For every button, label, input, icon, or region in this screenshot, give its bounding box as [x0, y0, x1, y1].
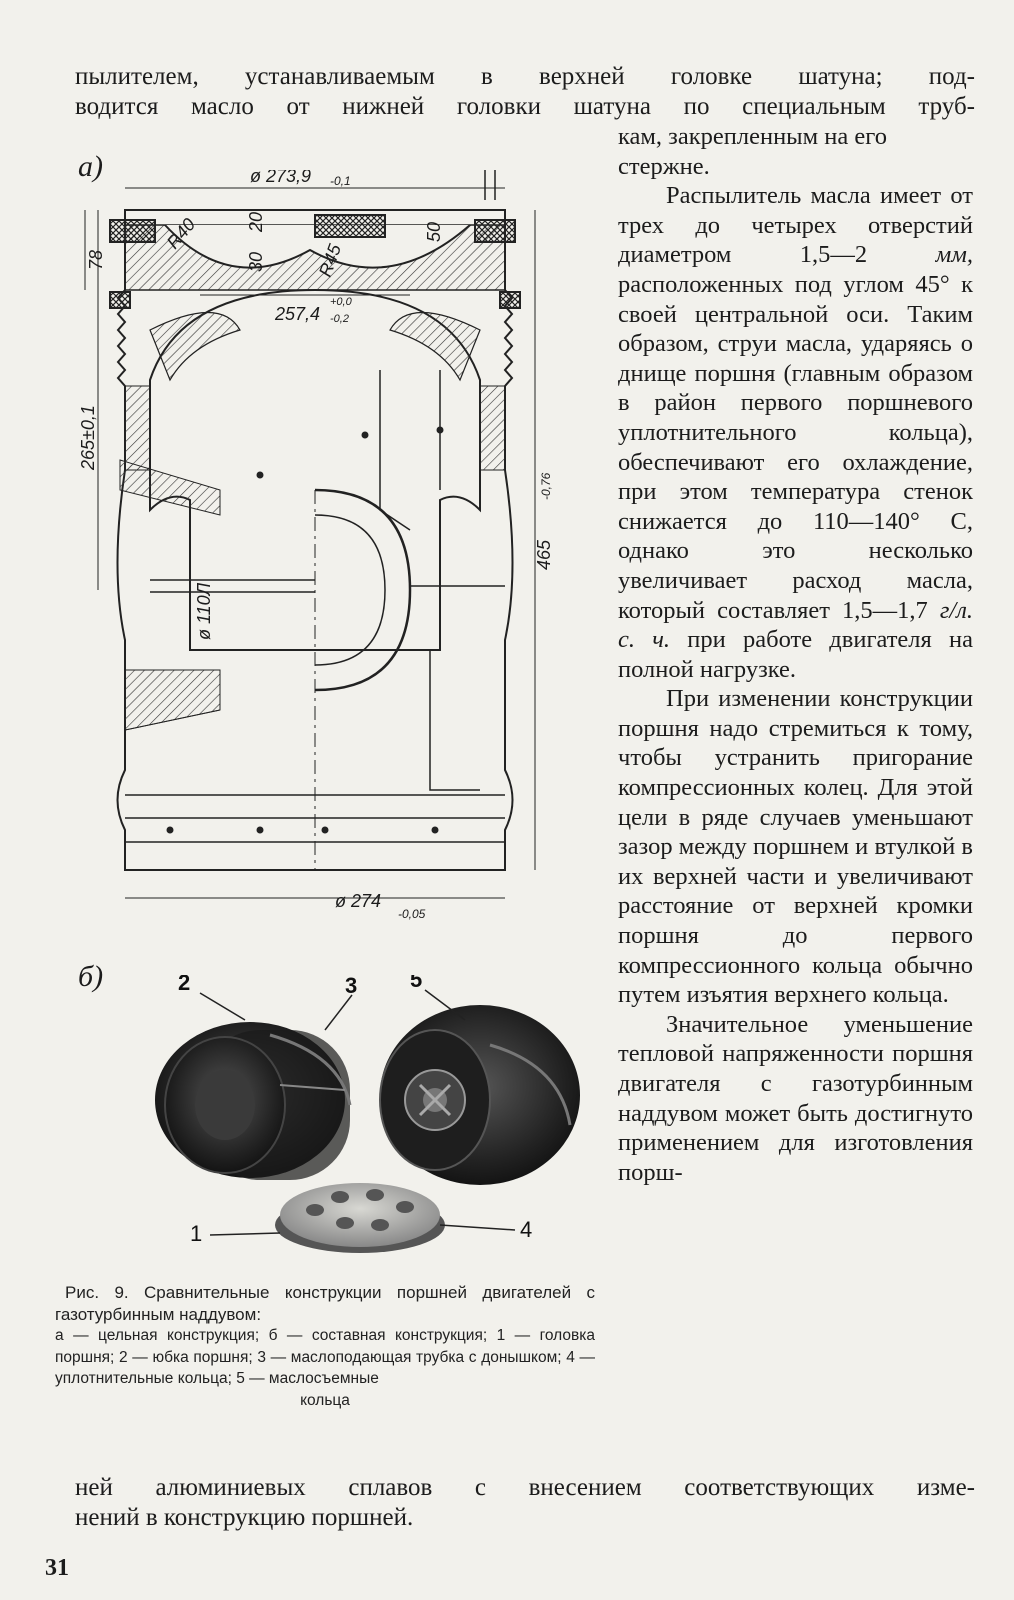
- piston-section-drawing: ø 273,9 -0,1 R40 20 30 50 R45 78 257,4 +…: [80, 170, 554, 921]
- dim-top-diameter: ø 273,9: [250, 170, 311, 186]
- paragraph-thermal-stress: Значительное уменьшение тепловой напряже…: [618, 1010, 973, 1186]
- right-text-column: кам, закрепленным на его стержне. Распыл…: [618, 122, 973, 1187]
- unit-mm: мм,: [935, 241, 973, 269]
- text-line-top-1: пылителем, устанавливаемым в верхней гол…: [75, 63, 975, 90]
- callout-1: 1: [190, 1221, 202, 1246]
- callout-4: 4: [520, 1217, 532, 1242]
- caption-items: а — цельная конструкция; б — составная к…: [55, 1327, 595, 1387]
- paragraph-ring-burning: При изменении конструкции поршня надо ст…: [618, 685, 973, 1009]
- dim-pin-diameter: ø 110Л: [194, 582, 214, 640]
- dim-20: 20: [246, 212, 266, 233]
- paragraph-text: при работе двигателя на полной нагрузке.: [618, 626, 974, 683]
- dim-265: 265±0,1: [80, 405, 98, 471]
- text-line-top-2: водится масло от нижней головки шатуна п…: [75, 93, 975, 120]
- paragraph-oil-sprayer: Распылитель масла имеет от трех до четыр…: [618, 181, 973, 684]
- unit-oil-consumption: г/л. с. ч.: [618, 596, 974, 654]
- piston-photo: 2 3 5 1 4: [155, 975, 580, 1253]
- dim-78: 78: [86, 250, 106, 270]
- dim-top-tolerance: -0,1: [330, 174, 351, 188]
- dim-465: 465: [534, 539, 554, 570]
- caption-last: кольца: [300, 1391, 350, 1409]
- figure-label-a: а): [78, 150, 103, 183]
- dim-50: 50: [424, 222, 444, 242]
- callout-2: 2: [178, 975, 190, 995]
- paragraph-text: расположенных под углом 45° к своей цент…: [618, 270, 973, 624]
- text-line-bottom-2: нений в конструкцию поршней.: [75, 1504, 414, 1531]
- figure-label-b: б): [78, 960, 104, 993]
- caption-title: Рис. 9. Сравнительные конструкции поршне…: [55, 1283, 595, 1324]
- page-number: 31: [45, 1555, 69, 1581]
- text-line-bottom-1: ней алюминиевых сплавов с внесением соот…: [75, 1474, 975, 1501]
- paragraph-text: Распылитель масла имеет от трех до четыр…: [618, 182, 973, 269]
- callout-5: 5: [410, 975, 422, 992]
- dim-30: 30: [246, 252, 266, 272]
- dim-bottom-tolerance: -0,05: [398, 907, 426, 921]
- figure-caption: Рис. 9. Сравнительные конструкции поршне…: [55, 1282, 595, 1411]
- paragraph-continuation: кам, закрепленным на его стержне.: [618, 123, 887, 180]
- dim-bottom-diameter: ø 274: [335, 891, 381, 911]
- callout-3: 3: [345, 975, 357, 998]
- dim-inner-tol-up: +0,0: [330, 296, 353, 308]
- dim-inner-tol-down: -0,2: [330, 313, 349, 325]
- dim-465-tol: -0,76: [539, 472, 553, 500]
- dim-inner-diameter: 257,4: [274, 304, 320, 324]
